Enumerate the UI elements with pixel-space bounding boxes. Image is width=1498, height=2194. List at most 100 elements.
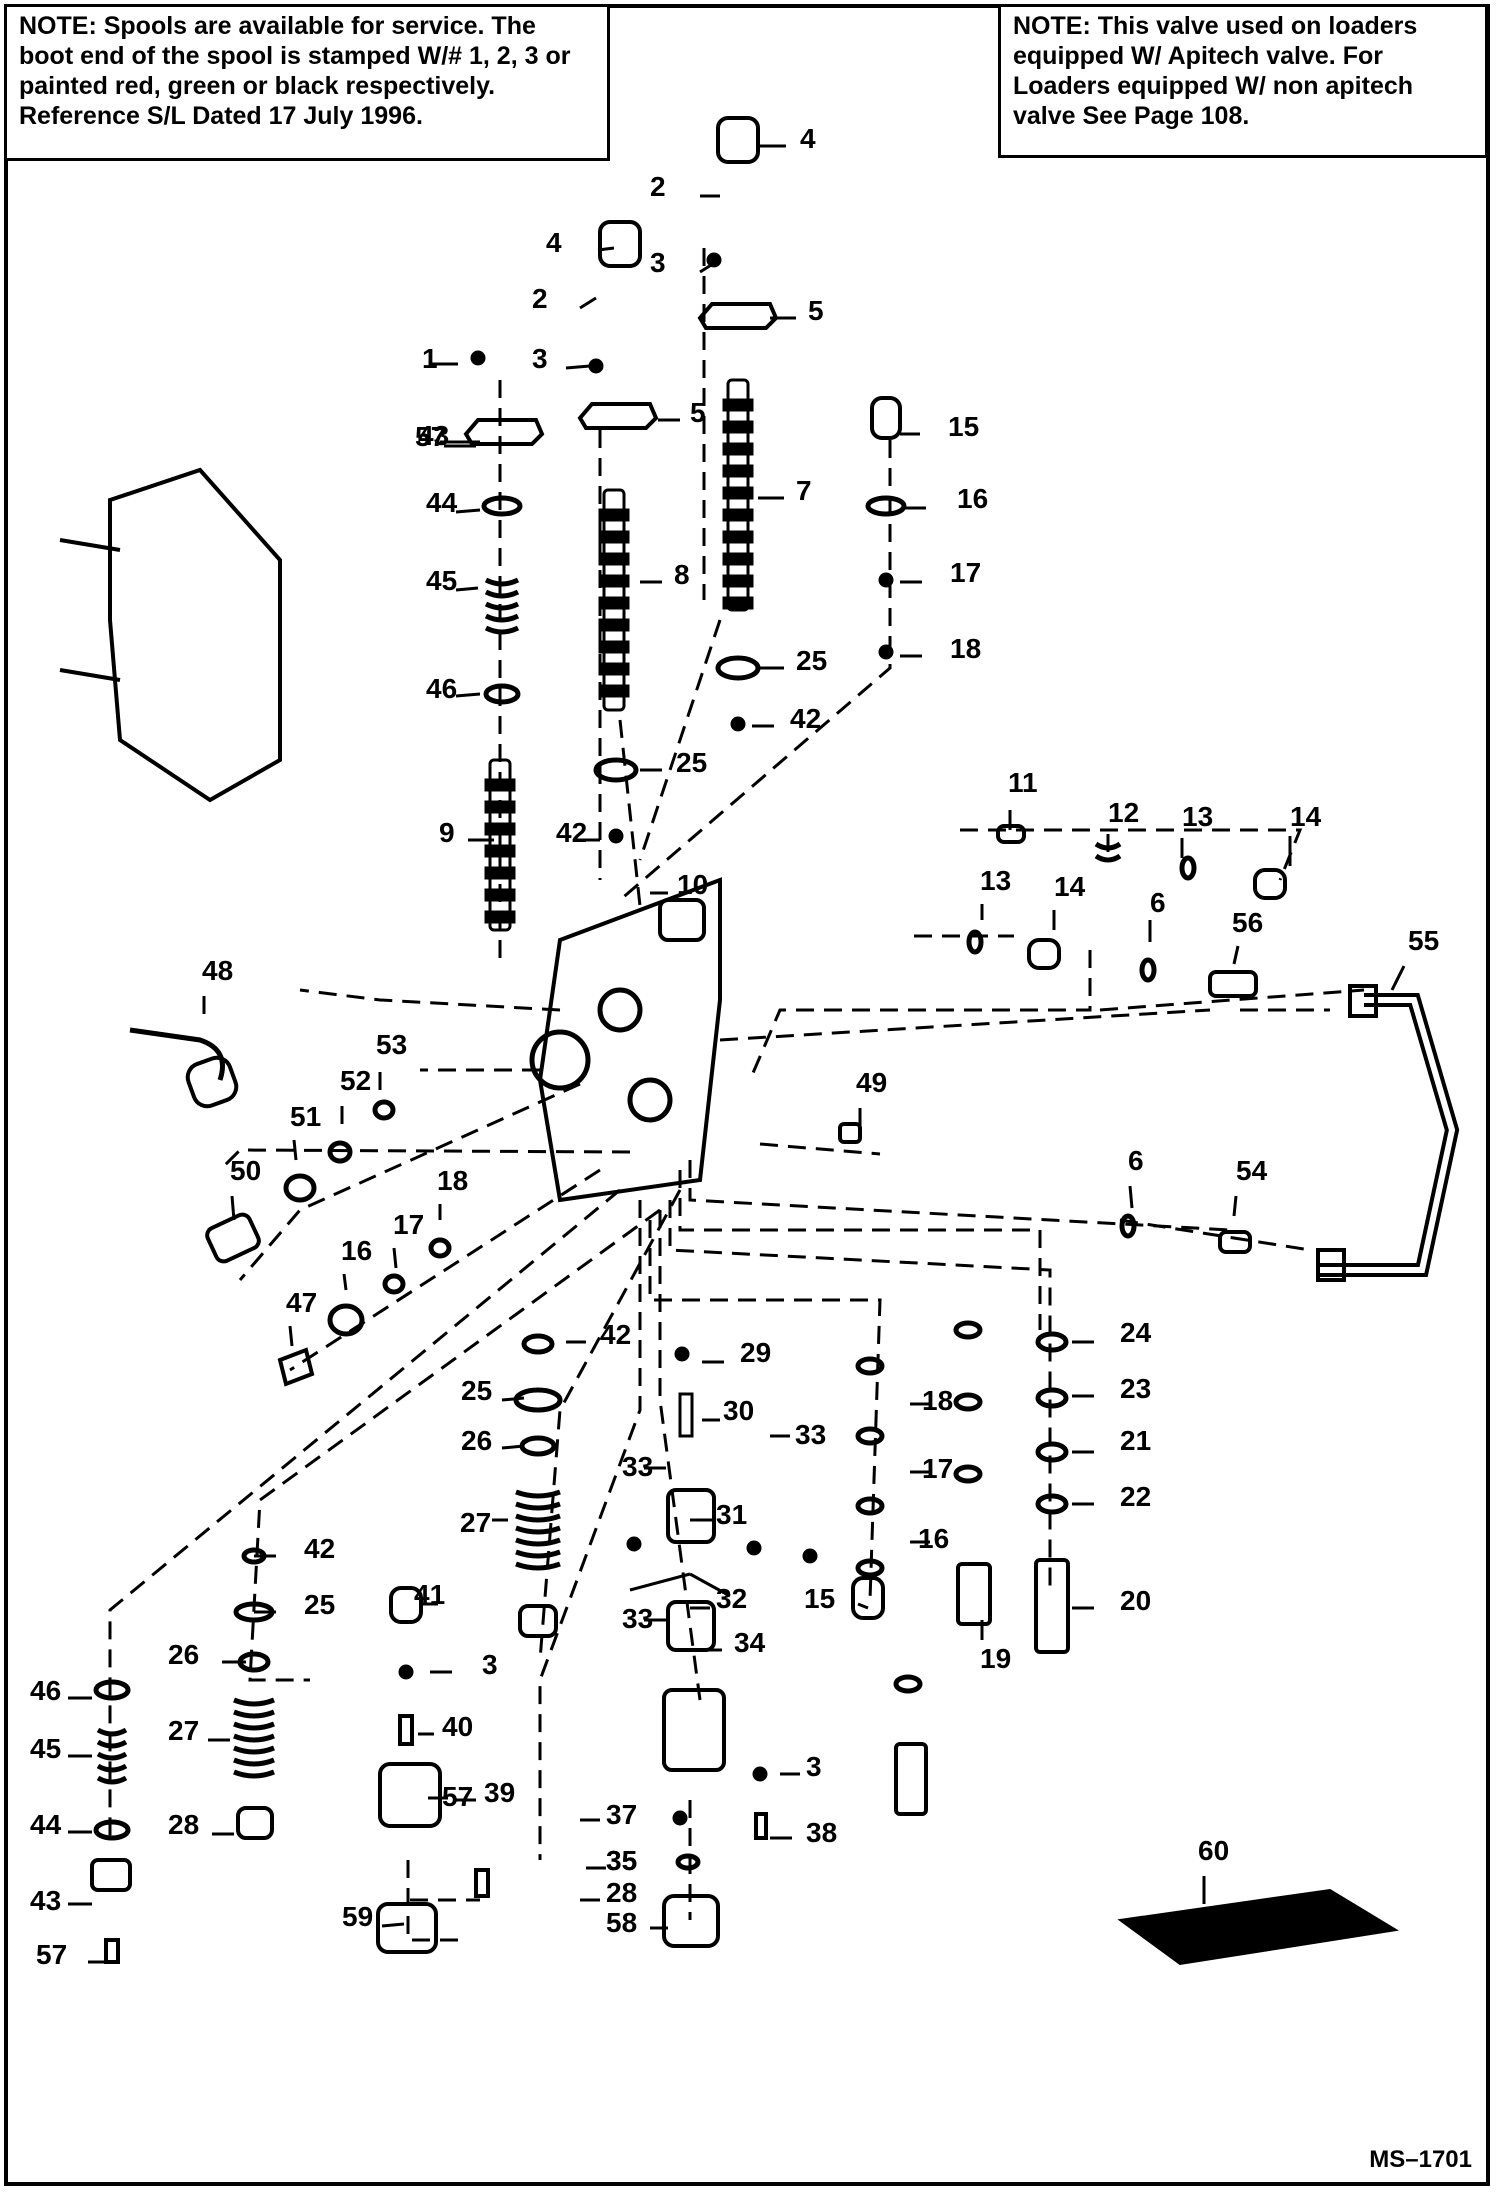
assembly-leader [1119,1218,1311,1252]
spool-8-land [598,684,630,698]
valve-assembly-wires [59,538,121,682]
pin-33b [802,1548,818,1564]
spool-9-land [484,910,516,924]
callout-leader [565,364,591,370]
callout-48: 48 [202,955,233,986]
drawing-frame [4,4,1490,2186]
ring-18c [428,1237,452,1259]
oring-44d [93,1819,131,1841]
callout-3: 3 [532,343,548,374]
callout-10: 10 [677,869,708,900]
pin-33c [746,1540,762,1556]
assembly-leader [618,719,642,907]
oring-6b [1119,1213,1137,1239]
spool-7-land [722,574,754,588]
callout-22: 22 [1120,1481,1151,1512]
callout-6: 6 [1150,887,1166,918]
callout-5: 5 [808,295,824,326]
valve-port-2 [627,1077,673,1123]
oring-42b [608,828,624,844]
callout-20: 20 [1120,1585,1151,1616]
callout-18: 18 [437,1165,468,1196]
washer-26d [237,1651,271,1673]
callout-32: 32 [716,1583,747,1614]
spool-7-land [722,464,754,478]
callout-33: 33 [622,1451,653,1482]
screw-40 [398,1714,414,1746]
spring-27d [233,1697,275,1779]
callout-27: 27 [168,1715,199,1746]
oring-25b [593,757,639,783]
callout-28: 28 [606,1877,637,1908]
callout-33: 33 [795,1419,826,1450]
oring-right-1 [1035,1387,1069,1409]
callout-31: 31 [716,1499,747,1530]
oring-mid-0 [953,1320,983,1340]
cap-4b [598,220,642,268]
note-left-head: NOTE: [19,12,97,40]
pin-29 [674,1346,690,1362]
callout-47: 47 [286,1287,317,1318]
callout-14: 14 [1054,871,1086,902]
body-39 [378,1762,442,1828]
assembly-leader [406,1860,460,1942]
cap-59 [376,1902,438,1954]
callout-9: 9 [439,817,455,848]
washer-3b [588,358,604,374]
spool-8-land [598,530,630,544]
plate-43 [463,418,545,446]
callout-4: 4 [546,227,562,258]
spool-9-land [484,822,516,836]
assembly-leader [688,1160,1231,1232]
callout-41: 41 [414,1579,445,1610]
callout-37: 37 [606,1799,637,1830]
oring-right-0 [1035,1331,1069,1353]
note-right-text: This valve used on loaders equipped W/ A… [1013,12,1418,130]
ring-18 [878,644,894,660]
oring-lower-1 [855,1426,885,1446]
oring-lower-3 [855,1558,885,1578]
spool-7-land [722,420,754,434]
callout-26: 26 [168,1639,199,1670]
spool-8-land [598,618,630,632]
assembly-leader [648,1220,882,1601]
callout-42: 42 [790,703,821,734]
oring-42 [730,716,746,732]
washer-25d [233,1601,275,1623]
spool-8-land [598,508,630,522]
callout-53: 53 [376,1029,407,1060]
callout-40: 40 [442,1711,473,1742]
oring-mid-2 [953,1464,983,1484]
assembly-leader [538,1189,682,1661]
callout-56: 56 [1232,907,1263,938]
oring-44 [481,495,523,517]
callout-leader [857,1602,869,1610]
callout-11: 11 [1008,767,1038,798]
spring-45 [484,577,520,635]
cap-28d [236,1806,274,1840]
spring-45d [96,1727,128,1785]
note-apitech-box: NOTE: This valve used on loaders equippe… [998,4,1488,158]
callout-34: 34 [734,1627,766,1658]
tube-55-nut-top [1348,984,1378,1018]
callout-3: 3 [806,1751,822,1782]
callout-43: 43 [30,1885,61,1916]
callout-18: 18 [950,633,981,664]
spool-8-land [598,662,630,676]
callout-54: 54 [1236,1155,1268,1186]
callout-46: 46 [30,1675,61,1706]
assembly-leader [748,950,1092,1081]
screw-57d [104,1938,120,1964]
body-31 [666,1488,716,1544]
solenoid-48 [185,1055,239,1109]
callout-15: 15 [804,1583,835,1614]
callout-33: 33 [622,1603,653,1634]
callout-leader [1128,1185,1134,1209]
fitting-54 [1218,1230,1252,1254]
callout-leader [579,296,597,310]
callout-39: 39 [484,1777,515,1808]
callout-35: 35 [606,1845,637,1876]
spool-9-land [484,778,516,792]
callout-leader [381,1922,405,1928]
